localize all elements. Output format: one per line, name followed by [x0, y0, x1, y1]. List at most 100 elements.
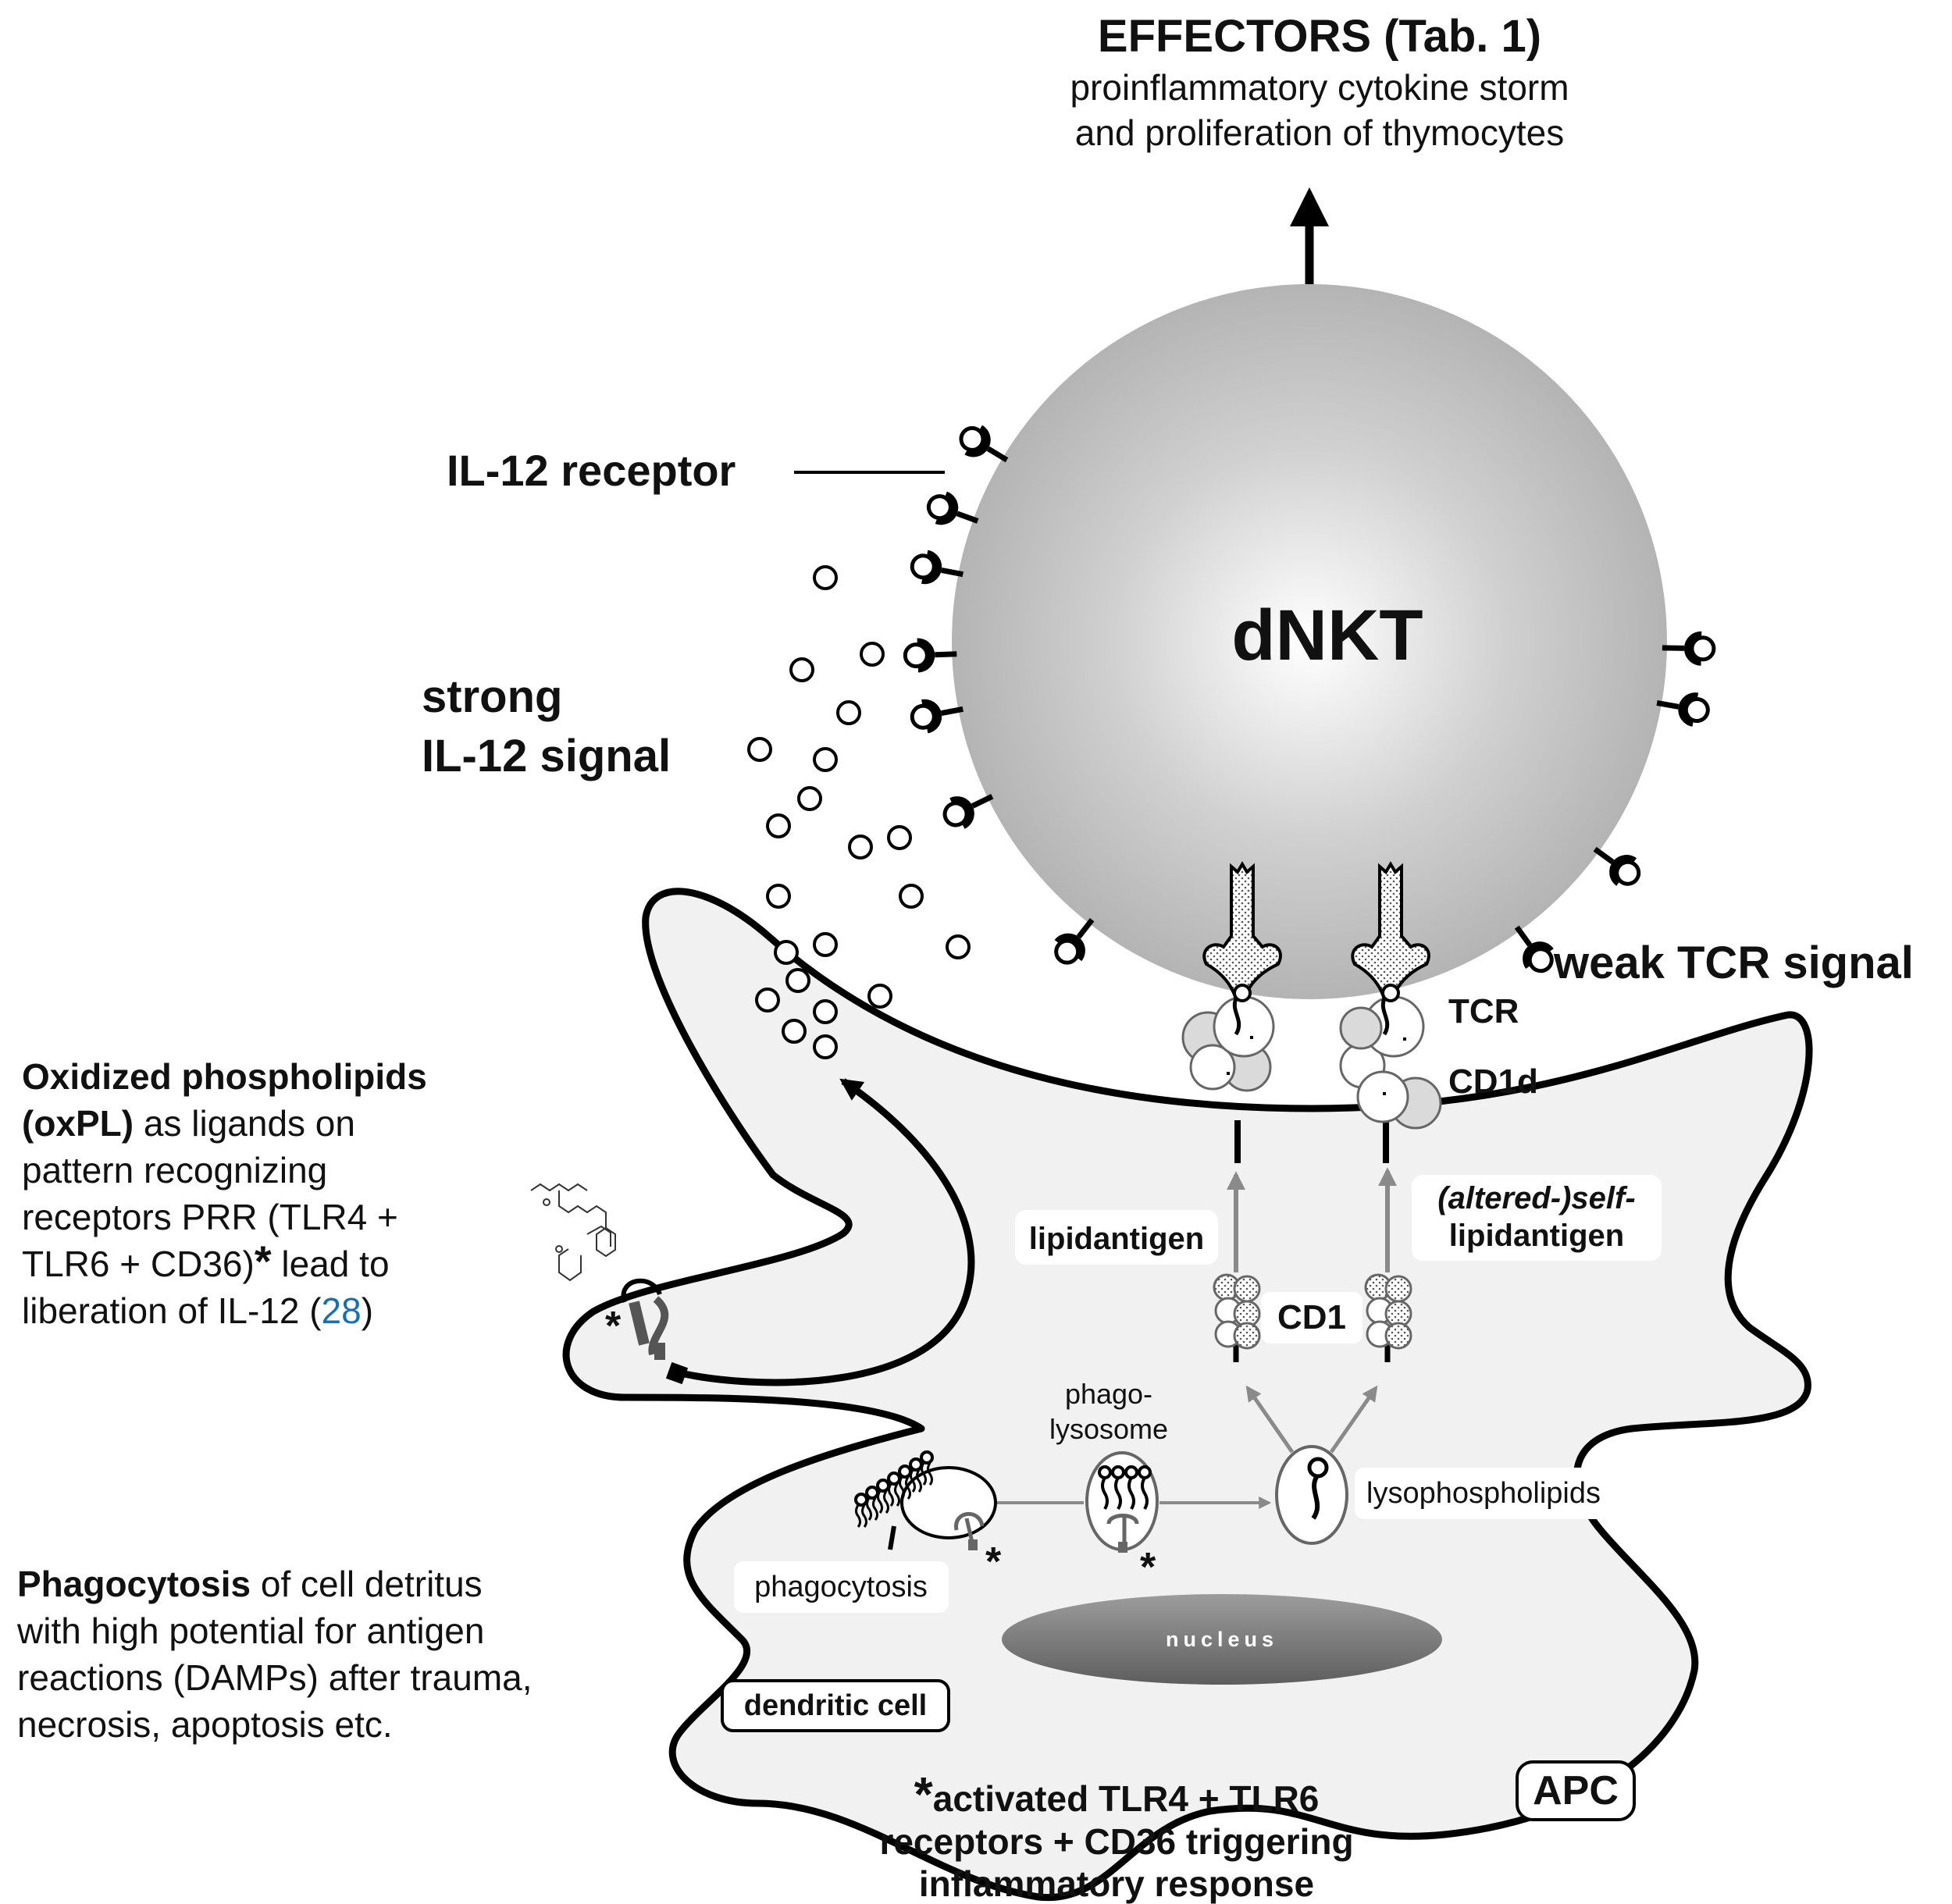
- tcr-cd1d-complex-right: [1339, 861, 1442, 1163]
- il12-receptor: [1662, 631, 1716, 666]
- il12-receptor: [910, 550, 964, 585]
- weak-tcr-label: weak TCR signal: [1553, 938, 1914, 988]
- effector-arrow-head: [1290, 187, 1329, 226]
- altered-label-line2: lipidantigen: [1449, 1219, 1624, 1253]
- oxpl-line5-a: TLR6 + CD36): [22, 1244, 255, 1284]
- il12-cytokine: [813, 565, 838, 590]
- oxpl-line5-b: lead to: [272, 1244, 390, 1284]
- effectors-title: EFFECTORS (Tab. 1): [1098, 11, 1541, 62]
- il12-receptors: [903, 425, 1716, 973]
- il12-receptor: [1514, 925, 1554, 973]
- phospholipid: [909, 1457, 923, 1493]
- phagolysosome-label-line1: phago-: [1065, 1378, 1152, 1410]
- lysophospholipid-vesicle: [1275, 1445, 1348, 1545]
- cd1-box: [1261, 1292, 1362, 1343]
- altered-lipidantigen-box: [1412, 1175, 1662, 1261]
- il12-receptor-label: IL-12 receptor: [447, 446, 736, 495]
- il12-cytokine: [867, 984, 892, 1009]
- il12-cytokine: [782, 1019, 807, 1044]
- phagocytosed-phospholipids: [854, 1450, 934, 1528]
- il12-receptor: [926, 491, 979, 525]
- cd1d-label: CD1d: [1448, 1062, 1538, 1101]
- reference-link-28[interactable]: 28: [322, 1290, 362, 1331]
- phospholipid: [854, 1493, 868, 1528]
- il12-release-arrow: [676, 1078, 975, 1386]
- phagolysosome: [1085, 1451, 1159, 1553]
- il12-cytokine: [813, 747, 838, 772]
- cd1-molecule-right: [1364, 1273, 1412, 1362]
- dnkt-cell-body: [952, 284, 1667, 999]
- il12-cytokine: [946, 934, 971, 959]
- tcr-label: TCR: [1448, 992, 1519, 1030]
- footnote-line3: inflammatory response: [919, 1863, 1314, 1904]
- oxpl-line5: TLR6 + CD36)* lead to: [22, 1237, 390, 1286]
- il12-receptor: [942, 794, 994, 829]
- il12-cytokine: [860, 642, 885, 667]
- il12-cytokine: [766, 884, 791, 909]
- tlr-receptor: [621, 1278, 669, 1360]
- oxpl-title: Oxidized phospholipids: [22, 1056, 427, 1097]
- il12-cytokine: [813, 999, 838, 1024]
- phago-text-line1-rest: of cell detritus: [251, 1564, 483, 1604]
- il12-receptor: [1593, 846, 1641, 886]
- phago-text-line1: Phagocytosis of cell detritus: [17, 1564, 483, 1604]
- il12-cytokine: [887, 825, 912, 850]
- il12-receptor: [959, 425, 1009, 463]
- oxpl-line1: Oxidized phospholipids: [22, 1056, 427, 1097]
- oxpl-line6-a: liberation of IL-12 (: [22, 1290, 322, 1331]
- strong-signal-line1: strong: [422, 671, 562, 722]
- oxpl-line3: pattern recognizing: [22, 1150, 327, 1190]
- il12-cytokine: [774, 940, 799, 965]
- altered-label-line1: (altered-)self-: [1437, 1181, 1635, 1215]
- oxpl-molecule: [530, 1183, 616, 1282]
- footnote-star: *: [914, 1768, 934, 1822]
- cd1-molecule-left: [1213, 1273, 1261, 1362]
- lipidantigen-label: lipidantigen: [1029, 1222, 1204, 1256]
- il12-cytokine: [747, 737, 772, 762]
- phago-text-title: Phagocytosis: [17, 1564, 251, 1604]
- tcr-cd1d-complex-left: [1181, 861, 1282, 1163]
- phagolysosome-asterisk: *: [1140, 1545, 1156, 1590]
- apc-box: [1516, 1760, 1636, 1821]
- dendritic-cell-box: [721, 1679, 950, 1732]
- il12-cytokine: [813, 932, 838, 957]
- il12-cytokine: [766, 813, 791, 838]
- lysophospholipids-label: lysophospholipids: [1366, 1477, 1601, 1510]
- phospholipid: [887, 1472, 901, 1507]
- il12-receptor: [903, 638, 957, 673]
- footnote-line2: receptors + CD36 triggering: [879, 1821, 1353, 1862]
- il12-release-arrow-tail: [665, 1361, 689, 1385]
- phagosome-asterisk: *: [985, 1539, 1002, 1585]
- oxpl-line4: receptors PRR (TLR4 +: [22, 1197, 398, 1237]
- il12-cytokine: [785, 968, 810, 993]
- apc-label: APC: [1533, 1768, 1619, 1813]
- oxpl-abbrev: (oxPL): [22, 1103, 134, 1144]
- phospholipid: [876, 1479, 890, 1514]
- strong-signal-line2: IL-12 signal: [422, 731, 671, 781]
- phago-text-line4: necrosis, apoptosis etc.: [17, 1704, 393, 1745]
- phospholipid: [865, 1486, 879, 1521]
- effectors-line1: proinflammatory cytokine storm: [1070, 67, 1569, 108]
- il12-receptor: [910, 699, 964, 734]
- effectors-line2: and proliferation of thymocytes: [1075, 112, 1564, 153]
- oxpl-line6-b: ): [362, 1290, 373, 1331]
- cd1-label: CD1: [1277, 1298, 1346, 1336]
- oxpl-line2-rest: as ligands on: [134, 1103, 355, 1144]
- lysophospholipids-box: [1355, 1468, 1636, 1519]
- dnkt-cell: dNKT: [952, 284, 1667, 999]
- tlr-asterisk: *: [605, 1304, 622, 1349]
- phospholipid: [920, 1450, 934, 1486]
- il12-receptor: [1054, 918, 1095, 965]
- il12-cytokine: [797, 786, 822, 811]
- il12-cytokines: [747, 565, 971, 1059]
- il12-cytokine: [813, 1034, 838, 1059]
- il12-receptor: [1656, 692, 1710, 727]
- effectors-block: EFFECTORS (Tab. 1) proinflammatory cytok…: [1070, 11, 1569, 301]
- il12-cytokine: [789, 657, 814, 682]
- nucleus: [1002, 1594, 1442, 1685]
- il12-cytokine: [848, 835, 873, 859]
- phago-text-line2: with high potential for antigen: [16, 1610, 484, 1651]
- lipidantigen-box: [1015, 1210, 1218, 1265]
- footnote-line1: *activated TLR4 + TLR6: [914, 1768, 1320, 1822]
